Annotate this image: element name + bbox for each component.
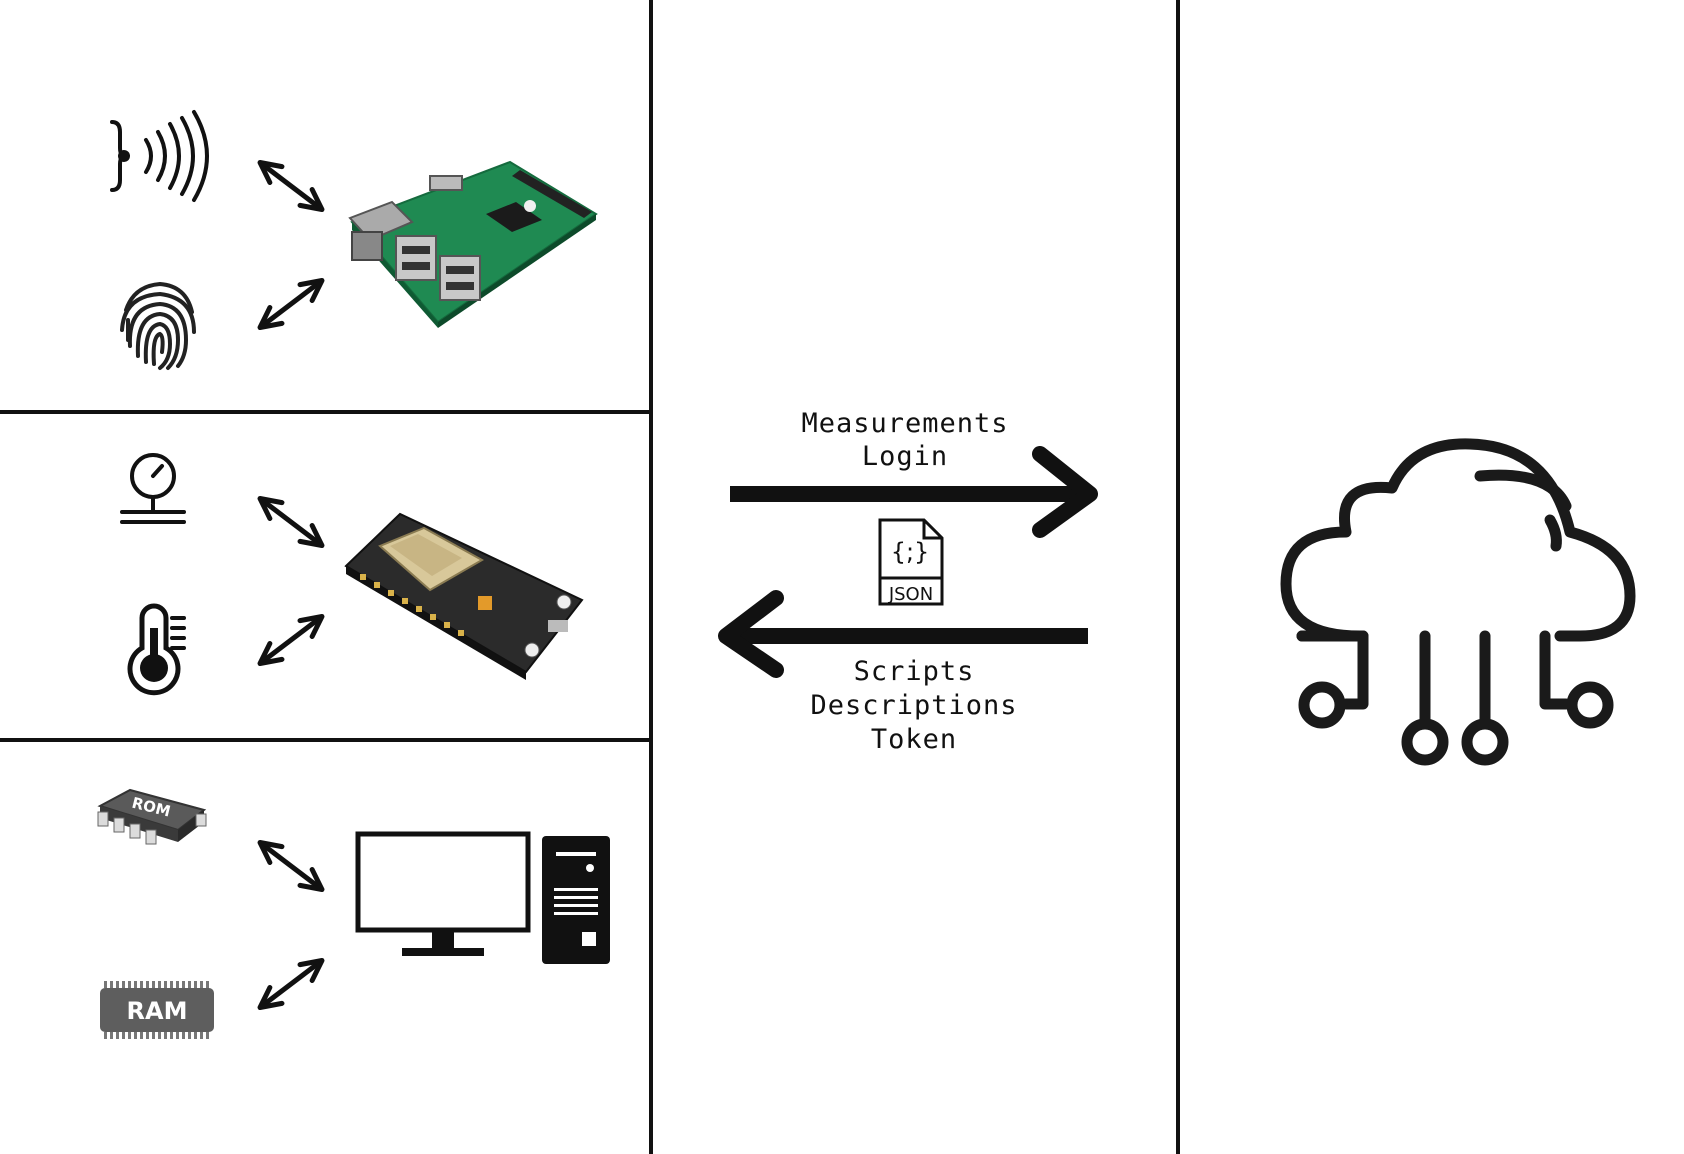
bidirectional-arrow-4 [257, 613, 325, 667]
sound-sensor-icon [110, 110, 209, 202]
bidirectional-arrow-2 [257, 277, 325, 331]
ram-pin [182, 1032, 185, 1039]
ram-pin [158, 981, 161, 988]
ram-pin [164, 1032, 167, 1039]
uplink-arrow [730, 446, 1098, 538]
ram-pin [170, 981, 173, 988]
downlink-label-descriptions: Descriptions [810, 690, 1017, 721]
ram-pin [134, 1032, 137, 1039]
ram-pin [122, 1032, 125, 1039]
monitor-icon [355, 831, 531, 956]
esp8266-board [344, 512, 584, 680]
ram-pin [152, 1032, 155, 1039]
ram-pin [188, 1032, 191, 1039]
ram-pin [158, 1032, 161, 1039]
bidirectional-arrow-1 [257, 159, 325, 213]
device-row-computer: ROM RAM [97, 788, 610, 1039]
ram-pin [134, 981, 137, 988]
ram-pin [182, 981, 185, 988]
ram-pin [146, 981, 149, 988]
cloud-network-icon [1280, 438, 1636, 766]
json-label: JSON [888, 584, 933, 605]
uplink-label-measurements: Measurements [801, 408, 1008, 439]
computer-tower-icon [542, 836, 610, 964]
ram-pin [140, 981, 143, 988]
ram-pin [194, 1032, 197, 1039]
ram-pin [200, 1032, 203, 1039]
ram-pin [104, 1032, 107, 1039]
ram-pin [188, 981, 191, 988]
ram-pin [194, 981, 197, 988]
bidirectional-arrow-3 [257, 495, 325, 549]
ram-pin [128, 981, 131, 988]
downlink-label-token: Token [871, 724, 957, 755]
downlink-label-scripts: Scripts [854, 656, 975, 687]
ram-pin [146, 1032, 149, 1039]
ram-pin [176, 981, 179, 988]
ram-pin [128, 1032, 131, 1039]
ram-pin [140, 1032, 143, 1039]
pressure-gauge-icon [120, 453, 186, 524]
ram-pin [122, 981, 125, 988]
raspberry-pi-board [348, 160, 598, 328]
rom-chip-icon: ROM [97, 788, 207, 845]
data-flow: Measurements Login {;} JSON Scripts Desc… [718, 408, 1098, 755]
thermometer-icon [127, 603, 186, 696]
ram-label: RAM [127, 997, 188, 1025]
device-row-raspberry-pi [110, 110, 598, 370]
bidirectional-arrow-6 [257, 957, 325, 1011]
ram-pin [110, 1032, 113, 1039]
panel-dividers [0, 0, 1180, 1154]
uplink-label-login: Login [862, 441, 948, 472]
ram-pin [152, 981, 155, 988]
json-braces: {;} [891, 538, 930, 566]
bidirectional-arrow-5 [257, 839, 325, 893]
fingerprint-icon [120, 281, 196, 370]
ram-pin [176, 1032, 179, 1039]
ram-pin [164, 981, 167, 988]
ram-pin [116, 981, 119, 988]
ram-pin [116, 1032, 119, 1039]
ram-pin [206, 981, 209, 988]
json-file-icon: {;} JSON [878, 518, 944, 606]
downlink-arrow [718, 590, 1088, 678]
ram-pin [170, 1032, 173, 1039]
ram-pin [110, 981, 113, 988]
ram-pin [104, 981, 107, 988]
ram-pin [200, 981, 203, 988]
ram-pin [206, 1032, 209, 1039]
device-row-esp8266 [120, 453, 584, 696]
ram-chip-icon: RAM [100, 981, 214, 1039]
